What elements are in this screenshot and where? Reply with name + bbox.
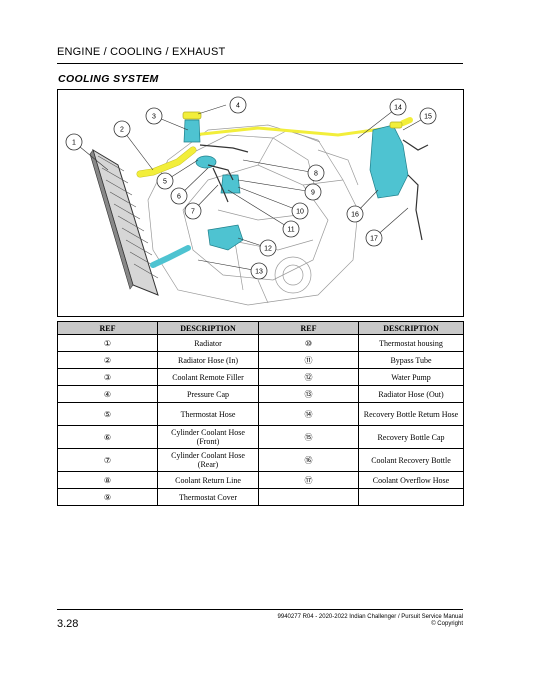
ref-cell: ① <box>57 334 158 352</box>
description-cell: Radiator <box>157 334 259 352</box>
ref-cell: ⑧ <box>57 471 158 489</box>
callout-number: 4 <box>236 103 240 110</box>
table-row: ⑥ Cylinder Coolant Hose (Front) ⑮ Recove… <box>57 425 464 449</box>
description-cell: Thermostat Hose <box>157 402 259 426</box>
description-cell: Recovery Bottle Cap <box>358 425 464 449</box>
table-row: ③ Coolant Remote Filler ⑫ Water Pump <box>57 368 464 386</box>
description-cell: Coolant Remote Filler <box>157 368 259 386</box>
ref-cell: ⑩ <box>258 334 359 352</box>
callout-circle <box>282 220 300 238</box>
section-header: ENGINE / COOLING / EXHAUST <box>57 46 226 58</box>
callout-number: 16 <box>351 212 359 219</box>
ref-cell: ⑨ <box>57 488 158 506</box>
description-cell: Pressure Cap <box>157 385 259 403</box>
radiator-illustration <box>89 148 159 296</box>
description-cell: Cylinder Coolant Hose (Front) <box>157 425 259 449</box>
table-row: ⑦ Cylinder Coolant Hose (Rear) ⑯ Coolant… <box>57 448 464 472</box>
description-cell: Thermostat Cover <box>157 488 259 506</box>
ref-cell: ⑭ <box>258 402 359 426</box>
coolant-components <box>182 111 409 251</box>
callout-number: 15 <box>424 114 432 121</box>
description-cell: Coolant Recovery Bottle <box>358 448 464 472</box>
callout-number: 3 <box>152 114 156 121</box>
callout-circle <box>229 96 247 114</box>
ref-cell: ⑤ <box>57 402 158 426</box>
description-cell: Thermostat housing <box>358 334 464 352</box>
callout-number: 5 <box>163 179 167 186</box>
ref-cell: ⑫ <box>258 368 359 386</box>
callout-number: 14 <box>394 105 402 112</box>
callout-circle <box>65 133 83 151</box>
page-number: 3.28 <box>57 618 79 630</box>
header-description-2: DESCRIPTION <box>358 321 464 335</box>
description-cell: Coolant Overflow Hose <box>358 471 464 489</box>
callout-circle <box>113 120 131 138</box>
callout-number: 10 <box>296 209 304 216</box>
header-rule <box>57 63 463 64</box>
description-cell: Radiator Hose (In) <box>157 351 259 369</box>
header-ref-2: REF <box>258 321 359 335</box>
header-description-1: DESCRIPTION <box>157 321 259 335</box>
copyright: © Copyright <box>431 621 463 627</box>
callout-circle <box>304 183 322 201</box>
table-row: ⑧ Coolant Return Line ⑰ Coolant Overflow… <box>57 471 464 489</box>
table-row: ② Radiator Hose (In) ⑪ Bypass Tube <box>57 351 464 369</box>
callout-circle <box>170 187 188 205</box>
ref-cell: ⑮ <box>258 425 359 449</box>
description-cell: Cylinder Coolant Hose (Rear) <box>157 448 259 472</box>
callout-number: 1 <box>72 140 76 147</box>
callout-circle <box>291 202 309 220</box>
callout-number: 8 <box>314 171 318 178</box>
header-ref-1: REF <box>57 321 158 335</box>
hose-lines <box>199 139 429 241</box>
callout-circle <box>307 164 325 182</box>
table-row: ⑤ Thermostat Hose ⑭ Recovery Bottle Retu… <box>57 402 464 426</box>
ref-cell: ⑯ <box>258 448 359 472</box>
callout-number: 17 <box>370 236 378 243</box>
description-cell <box>358 488 464 506</box>
callout-circle <box>365 229 383 247</box>
description-cell: Recovery Bottle Return Hose <box>358 402 464 426</box>
engine-illustration <box>147 124 359 306</box>
callout-number: 11 <box>287 227 294 234</box>
callout-number: 2 <box>120 127 124 134</box>
footer-rule <box>57 609 463 610</box>
callout-circle <box>419 107 437 125</box>
callout-circle <box>346 205 364 223</box>
callout-circle <box>145 107 163 125</box>
table-row: ① Radiator ⑩ Thermostat housing <box>57 334 464 352</box>
callout-number: 6 <box>177 194 181 201</box>
table-row: ④ Pressure Cap ⑬ Radiator Hose (Out) <box>57 385 464 403</box>
callout-number: 12 <box>264 246 272 253</box>
ref-cell: ④ <box>57 385 158 403</box>
callout-number: 7 <box>191 209 195 216</box>
ref-cell: ⑪ <box>258 351 359 369</box>
callout-circle <box>250 262 268 280</box>
description-cell: Radiator Hose (Out) <box>358 385 464 403</box>
ref-cell: ② <box>57 351 158 369</box>
callout-number: 13 <box>255 269 263 276</box>
ref-cell: ⑦ <box>57 448 158 472</box>
table-header-row: REF DESCRIPTION REF DESCRIPTION <box>57 321 464 335</box>
description-cell: Coolant Return Line <box>157 471 259 489</box>
callout-circle <box>259 239 277 257</box>
section-title: COOLING SYSTEM <box>58 73 159 85</box>
description-cell: Bypass Tube <box>358 351 464 369</box>
ref-cell: ⑬ <box>258 385 359 403</box>
callout-circle <box>156 172 174 190</box>
ref-cell: ⑥ <box>57 425 158 449</box>
reference-table: REF DESCRIPTION REF DESCRIPTION ① Radiat… <box>57 321 464 506</box>
ref-cell: ③ <box>57 368 158 386</box>
ref-cell: ⑰ <box>258 471 359 489</box>
callout-circle <box>184 202 202 220</box>
callout-number: 9 <box>311 190 315 197</box>
description-cell: Water Pump <box>358 368 464 386</box>
callout-circle <box>389 98 407 116</box>
document-id: 9940277 R04 - 2020-2022 Indian Challenge… <box>277 614 463 620</box>
table-row: ⑨ Thermostat Cover <box>57 488 464 506</box>
ref-cell <box>258 488 359 506</box>
